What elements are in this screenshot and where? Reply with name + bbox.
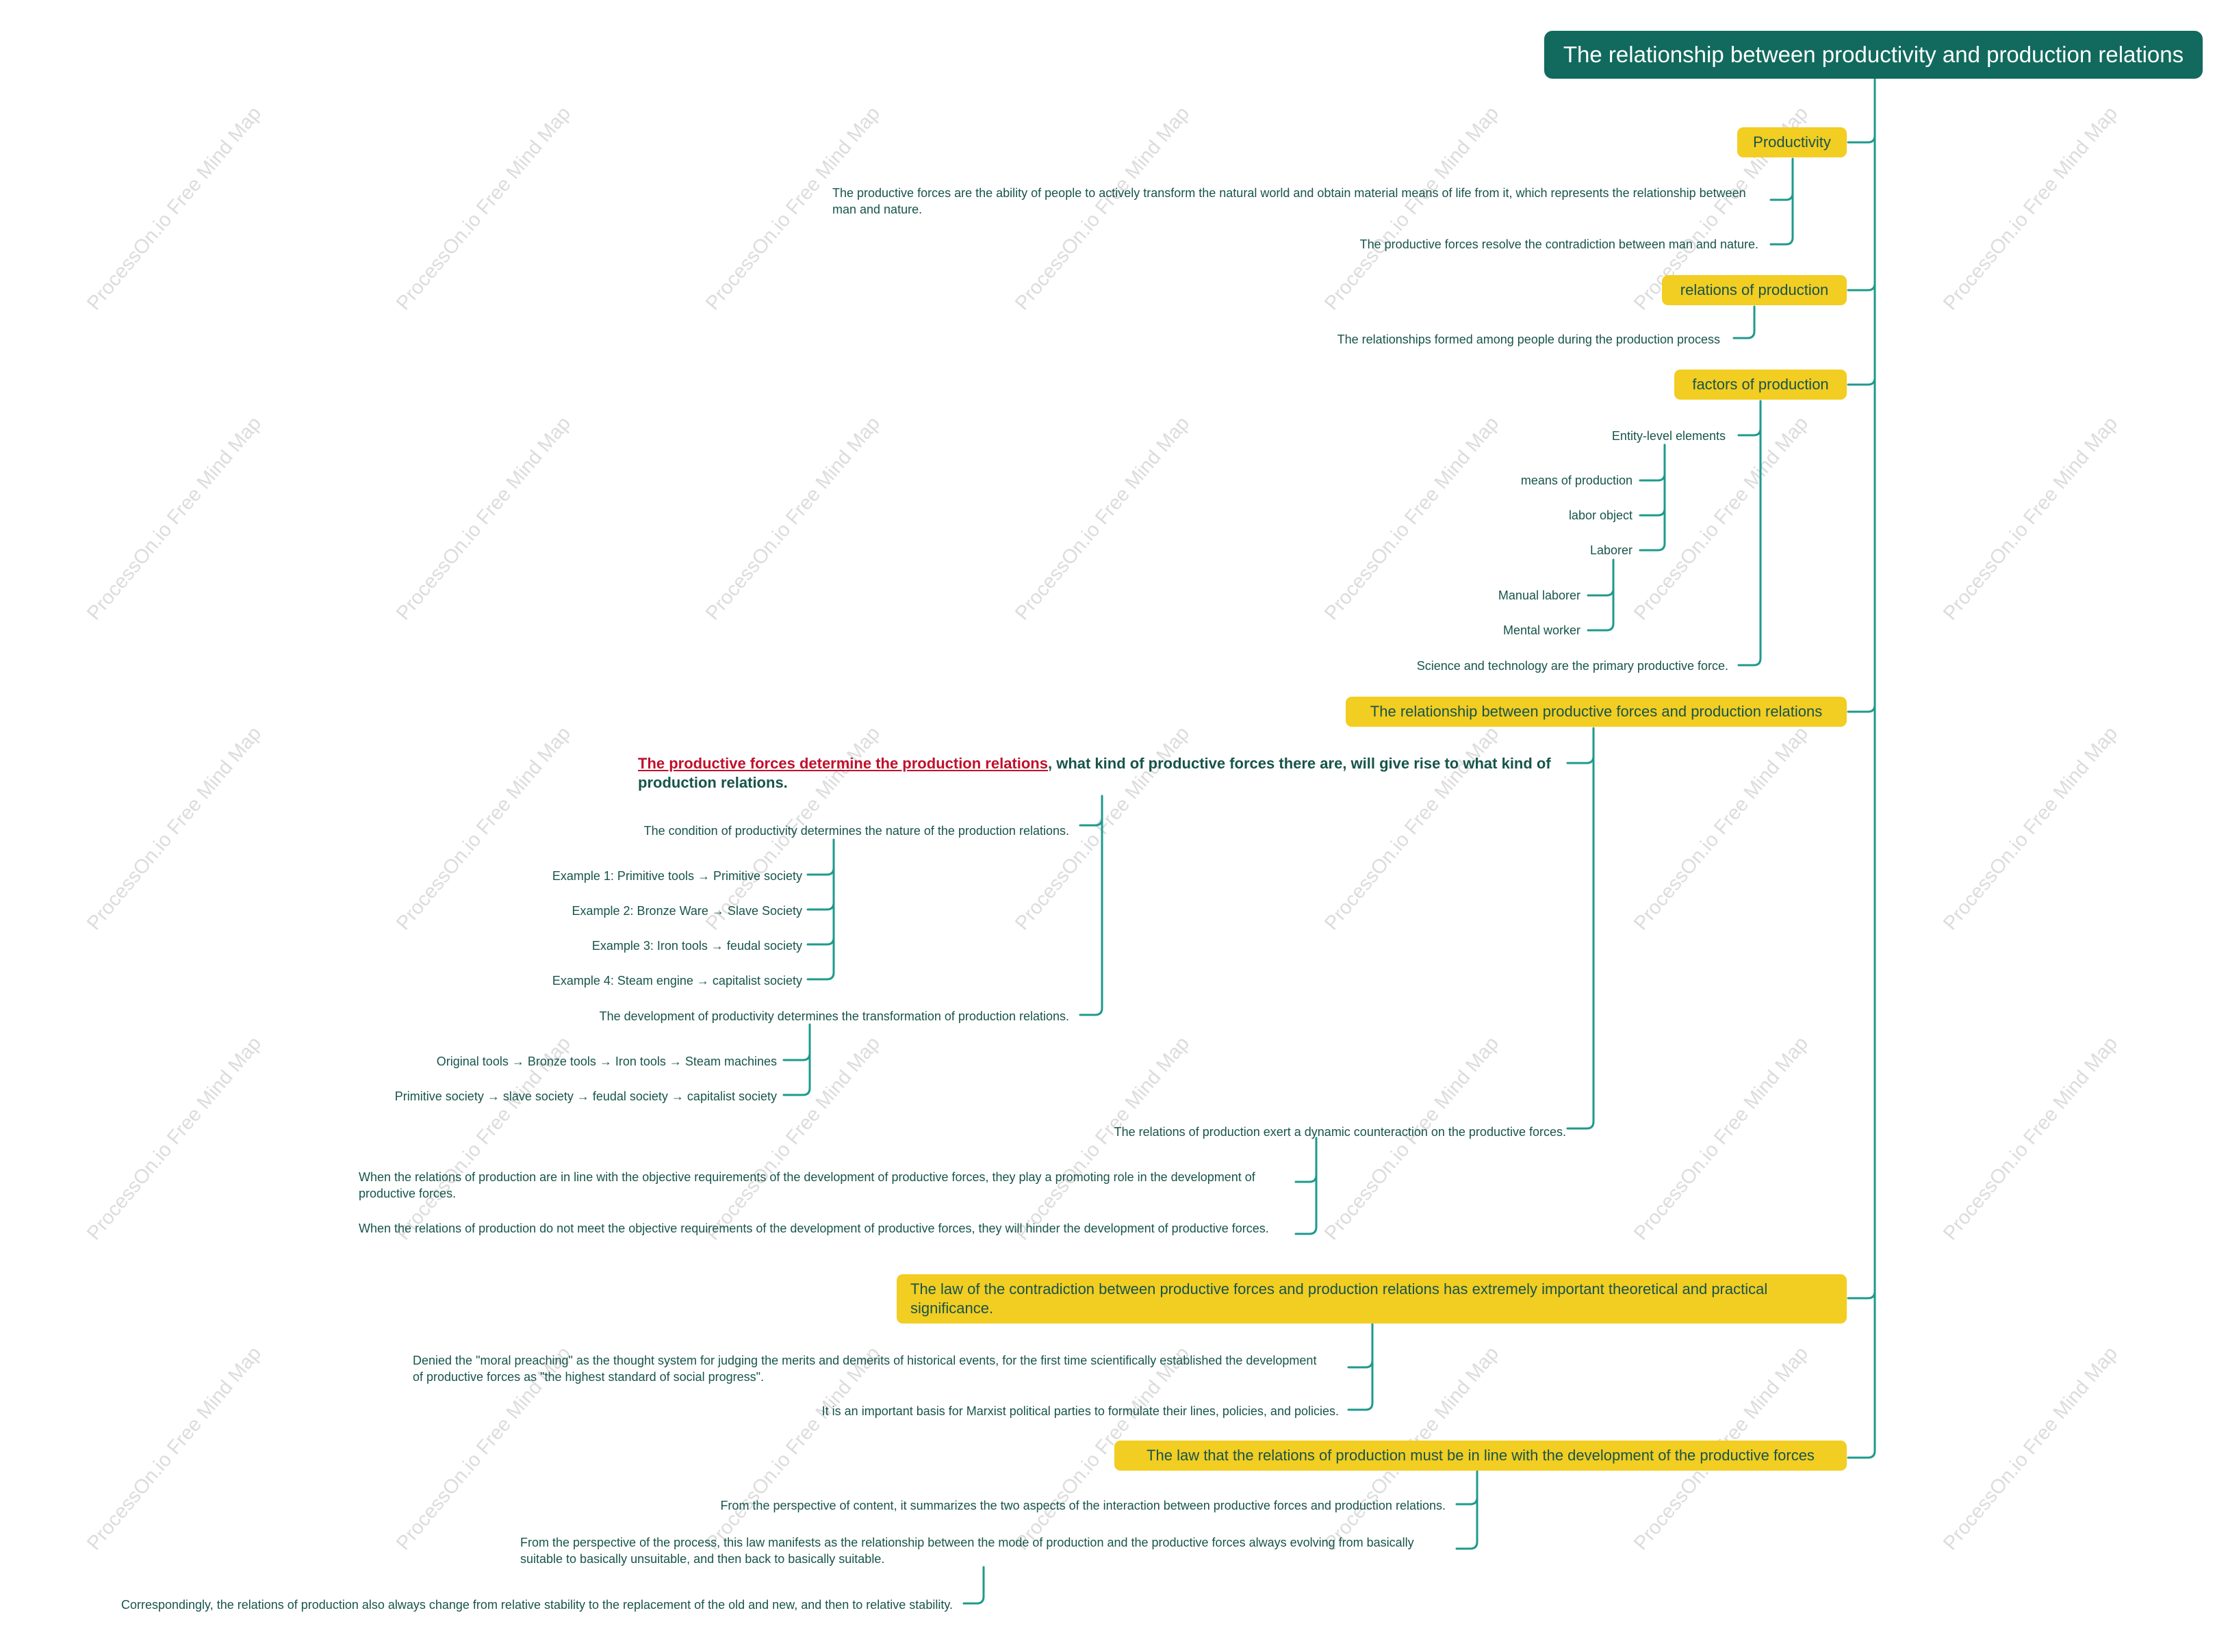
entity-bracket (1639, 443, 1666, 552)
productivity-definition[interactable]: The productive forces are the ability of… (832, 186, 1746, 216)
law-basis[interactable]: It is an important basis for Marxist pol… (821, 1404, 1339, 1418)
counter-hinder[interactable]: When the relations of production do not … (359, 1222, 1269, 1235)
topic-relations-of-production[interactable]: relations of production (1662, 275, 1847, 305)
root-topic[interactable]: The relationship between productivity an… (1544, 31, 2203, 79)
branch-productivity (1847, 134, 1876, 144)
productivity-bracket (1769, 157, 1794, 246)
trunk-line (1847, 77, 1876, 1459)
determine-rest: , what kind of productive forces there a… (638, 755, 1551, 791)
topic-productivity[interactable]: Productivity (1737, 127, 1847, 157)
determine-highlight: The productive forces determine the prod… (638, 755, 1048, 772)
factors-bracket (1737, 400, 1762, 667)
factor-entity-level[interactable]: Entity-level elements (1611, 429, 1726, 443)
branch-law (1847, 1290, 1876, 1300)
inline-correspond[interactable]: Correspondingly, the relations of produc… (120, 1598, 953, 1612)
process-bracket (962, 1566, 985, 1605)
laborer-mental[interactable]: Mental worker (1502, 623, 1580, 637)
relations-definition[interactable]: The relationships formed among people du… (1337, 333, 1720, 346)
relationship-condition[interactable]: The condition of productivity determines… (643, 824, 1069, 838)
development-bracket (782, 1023, 811, 1096)
inline-bracket (1455, 1470, 1478, 1550)
example-2[interactable]: Example 2: Bronze Ware → Slave Society (572, 904, 802, 918)
condition-bracket (806, 838, 835, 981)
factor-means-of-production[interactable]: means of production (1520, 474, 1632, 487)
relations-bracket (1732, 305, 1756, 339)
relationship-development[interactable]: The development of productivity determin… (599, 1009, 1069, 1023)
productivity-resolve[interactable]: The productive forces resolve the contra… (1359, 237, 1758, 251)
factor-laborer[interactable]: Laborer (1589, 543, 1632, 557)
branch-relationship (1847, 704, 1876, 713)
branch-relations (1847, 282, 1876, 292)
example-4[interactable]: Example 4: Steam engine → capitalist soc… (552, 974, 802, 988)
relationship-counteraction[interactable]: The relations of production exert a dyna… (1114, 1125, 1566, 1139)
topic-relationship[interactable]: The relationship between productive forc… (1346, 697, 1847, 727)
inline-content[interactable]: From the perspective of content, it summ… (720, 1499, 1446, 1512)
factor-science[interactable]: Science and technology are the primary p… (1416, 659, 1728, 673)
law-denied[interactable]: Denied the "moral preaching" as the thou… (413, 1354, 1317, 1384)
topic-law-contradiction[interactable]: The law of the contradiction between pro… (897, 1274, 1847, 1324)
inline-process[interactable]: From the perspective of the process, thi… (520, 1536, 1414, 1566)
law-bracket (1347, 1323, 1374, 1411)
laborer-manual[interactable]: Manual laborer (1498, 589, 1580, 602)
example-3[interactable]: Example 3: Iron tools → feudal society (591, 939, 802, 953)
relationship-bracket (1566, 727, 1595, 1130)
topic-law-in-line[interactable]: The law that the relations of production… (1114, 1441, 1847, 1471)
counter-bracket (1294, 1137, 1318, 1235)
topic-factors-of-production[interactable]: factors of production (1674, 370, 1847, 400)
counter-promote[interactable]: When the relations of production are in … (359, 1170, 1255, 1200)
branch-factors (1847, 376, 1876, 386)
factor-labor-object[interactable]: labor object (1568, 508, 1632, 522)
example-1[interactable]: Example 1: Primitive tools → Primitive s… (552, 869, 802, 883)
development-tools[interactable]: Original tools → Bronze tools → Iron too… (436, 1055, 777, 1068)
relationship-determine[interactable]: The productive forces determine the prod… (638, 754, 1559, 792)
development-societies[interactable]: Primitive society → slave society → feud… (394, 1089, 777, 1103)
determine-bracket (1079, 795, 1103, 1016)
laborer-bracket (1587, 558, 1615, 632)
